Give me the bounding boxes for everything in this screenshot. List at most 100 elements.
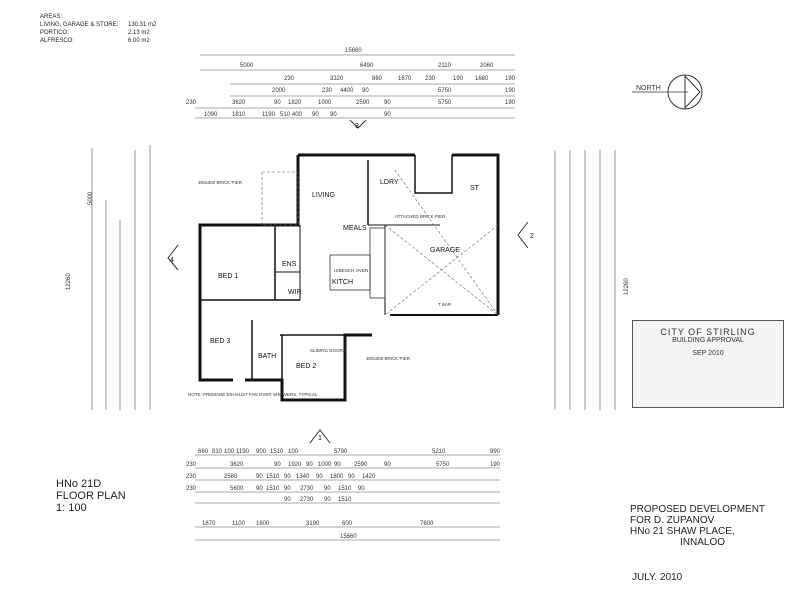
dim-label: 5750 xyxy=(438,88,452,94)
dim-label: 990 xyxy=(490,449,501,455)
stamp-title: CITY OF STIRLING xyxy=(660,327,756,337)
areas-block: AREAS: LIVING, GARAGE & STORE:130.31 m2 … xyxy=(40,14,156,44)
plan-house-number: HNo 21D xyxy=(56,478,102,490)
dim-label: 1670 xyxy=(398,76,412,82)
dim-label: 230 xyxy=(322,88,333,94)
note-brick-pier-1: 360x360 BRICK PIER xyxy=(198,180,243,185)
dim-top-row3: 2000 230 4400 90 5750 190 xyxy=(272,88,516,94)
dim-top-row4: 230 3620 90 1820 1000 2590 90 5750 190 xyxy=(186,100,516,106)
dim-label: 190 xyxy=(505,76,516,82)
dim-label: 7600 xyxy=(420,521,434,527)
dim-label: 3620 xyxy=(230,462,244,468)
area-value: 6.00 m2 xyxy=(128,38,150,44)
dim-label: 660 xyxy=(198,449,209,455)
project-date: JULY. 2010 xyxy=(632,572,683,583)
dim-label: 860 xyxy=(372,76,383,82)
dim-label: 90 xyxy=(256,474,263,480)
dim-top-total: 15660 xyxy=(345,48,362,54)
section-label-bottom: 1 xyxy=(318,435,322,442)
dim-label: 90 xyxy=(334,462,341,468)
dim-label: 1420 xyxy=(362,474,376,480)
dim-label: 1340 xyxy=(296,474,310,480)
north-arrow-head-icon xyxy=(684,74,701,110)
project-block: PROPOSED DEVELOPMENT FOR D. ZUPANOV HNo … xyxy=(630,504,765,548)
dim-label: 2590 xyxy=(356,100,370,106)
dim-label: 90 xyxy=(306,462,313,468)
dim-top-row5: 1090 1810 1190 510 400 90 90 90 xyxy=(204,112,391,118)
dim-label: 600 xyxy=(342,521,353,527)
dim-label: 1800 xyxy=(330,474,344,480)
right-dimension-lines xyxy=(554,150,616,410)
dim-label: 2110 xyxy=(438,63,452,69)
area-row: PORTICO:2.13 m2 xyxy=(40,30,156,36)
building-walls xyxy=(198,153,500,402)
room-label-ens: ENS xyxy=(282,261,297,268)
project-line: FOR D. ZUPANOV xyxy=(630,515,715,526)
section-marker-top-icon xyxy=(349,119,367,129)
dim-label: 5790 xyxy=(334,449,348,455)
room-label-kitch: KITCH xyxy=(332,279,353,286)
dim-label: 90 xyxy=(274,462,281,468)
dim-left-label: 5000 xyxy=(88,191,94,205)
dim-label: 400 xyxy=(292,112,303,118)
approval-stamp: CITY OF STIRLING BUILDING APPROVAL SEP 2… xyxy=(632,320,784,408)
dim-label: 1600 xyxy=(256,521,270,527)
dim-label: 1510 xyxy=(338,497,352,503)
room-label-garage: GARAGE xyxy=(430,247,460,254)
dim-label: 5600 xyxy=(230,486,244,492)
dim-label: 190 xyxy=(505,100,516,106)
note-attached-pier: ATTACHED BRICK PIER xyxy=(395,214,446,219)
stamp-subtitle: BUILDING APPROVAL xyxy=(672,337,744,344)
dim-label: 1090 xyxy=(204,112,218,118)
dim-left-total: 12260 xyxy=(66,273,72,290)
dim-label: 90 xyxy=(348,474,355,480)
dim-label: 100 xyxy=(224,449,235,455)
plan-title-block: HNo 21D FLOOR PLAN 1: 100 xyxy=(56,478,126,514)
area-row: LIVING, GARAGE & STORE:130.31 m2 xyxy=(40,22,156,28)
room-label-ldry: LDRY xyxy=(380,179,399,186)
area-label: LIVING, GARAGE & STORE: xyxy=(40,22,119,28)
dim-label: 810 xyxy=(212,449,223,455)
dim-label: 1190 xyxy=(236,449,250,455)
dim-label: 1000 xyxy=(318,100,332,106)
dim-label: 90 xyxy=(284,497,291,503)
dim-bottom-row3: 230 2580 90 1510 90 1340 90 1800 90 1420 xyxy=(186,474,376,480)
stamp-date: SEP 2010 xyxy=(692,350,724,357)
dim-label: 5210 xyxy=(432,449,446,455)
dim-label: 1680 xyxy=(475,76,489,82)
dim-label: 1810 xyxy=(232,112,246,118)
section-marker-left-icon xyxy=(167,244,179,271)
note-sliding-doors: SLIDING DOORS xyxy=(310,348,346,353)
dim-label: 90 xyxy=(256,486,263,492)
section-label-right: 2 xyxy=(530,233,534,240)
room-label-meals: MEALS xyxy=(343,225,367,232)
note-bench-oven: U/BENCH OVEN xyxy=(334,268,368,273)
project-line: INNALOO xyxy=(680,537,726,548)
dim-label: 3320 xyxy=(330,76,344,82)
section-marker-right-icon xyxy=(517,221,529,249)
room-label-st: ST xyxy=(470,185,480,192)
dim-label: 190 xyxy=(453,76,464,82)
section-label-left: 4 xyxy=(170,257,174,264)
north-label: NORTH xyxy=(636,85,661,92)
dim-label: 90 xyxy=(324,497,331,503)
dim-label: 1190 xyxy=(262,112,276,118)
dim-label: 2730 xyxy=(300,497,314,503)
section-marker-bottom-icon xyxy=(309,429,331,444)
dim-label: 1670 xyxy=(202,521,216,527)
alfresco-dashed-outline xyxy=(261,169,499,316)
dim-label: 1510 xyxy=(266,474,280,480)
room-label-bed3: BED 3 xyxy=(210,338,230,345)
dim-label: 90 xyxy=(384,462,391,468)
north-arrow-icon xyxy=(667,74,703,110)
dim-bottom-row4: 230 5600 90 1510 90 2730 90 1510 90 xyxy=(186,486,365,492)
area-label: PORTICO: xyxy=(40,30,69,36)
dim-label: 4400 xyxy=(340,88,354,94)
dim-label: 90 xyxy=(330,112,337,118)
dim-label: 5750 xyxy=(436,462,450,468)
dim-label: 100 xyxy=(288,449,299,455)
dim-label: 90 xyxy=(284,486,291,492)
area-row: ALFRESCO:6.00 m2 xyxy=(40,38,156,44)
dim-bottom-row1: 660 810 100 1190 900 1510 100 5790 5210 … xyxy=(198,449,501,455)
